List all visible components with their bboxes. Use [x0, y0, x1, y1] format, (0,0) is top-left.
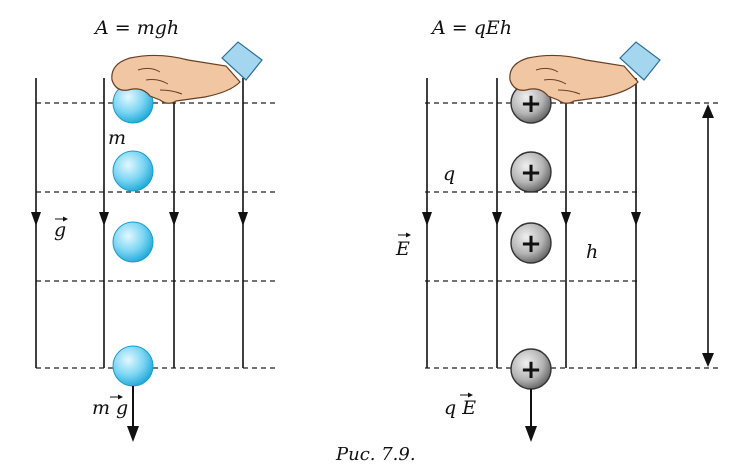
figure-caption: Рис. 7.9. — [335, 444, 416, 465]
g-vector-symbol: g — [54, 219, 66, 241]
height-label: h — [586, 241, 598, 263]
height-arrow — [702, 104, 714, 367]
formula-electric: A = qEh — [430, 17, 512, 39]
hand-icon — [111, 41, 263, 104]
charged-sphere: + — [510, 222, 552, 264]
charged-sphere: + — [510, 151, 552, 193]
mass-ball — [112, 150, 154, 192]
weight-label: m g — [92, 394, 128, 419]
mass-balls — [112, 82, 154, 387]
g-vector-label: g — [54, 216, 68, 241]
electric-field-lines — [422, 78, 641, 368]
force-text: q E — [444, 397, 476, 419]
e-vector-label: E — [395, 232, 411, 260]
formula-gravity: A = mgh — [93, 17, 179, 39]
level-lines — [36, 102, 722, 369]
gravity-field-lines — [31, 78, 248, 368]
charged-sphere: + — [510, 348, 552, 390]
weight-arrow — [127, 386, 139, 442]
force-label: q E — [444, 392, 476, 419]
mass-label: m — [108, 127, 126, 149]
charged-sphere: + — [510, 82, 552, 124]
charge-sign: + — [520, 158, 542, 188]
charge-sign: + — [520, 355, 542, 385]
charge-sign: + — [520, 229, 542, 259]
charged-spheres: + + + + — [510, 82, 552, 390]
hand-icon — [509, 41, 661, 104]
charge-sign: + — [520, 89, 542, 119]
mass-ball — [112, 345, 154, 387]
e-vector-symbol: E — [395, 238, 410, 260]
electric-force-arrow — [525, 389, 537, 442]
charge-label: q — [443, 163, 455, 185]
mass-ball — [112, 221, 154, 263]
weight-text: m g — [92, 397, 128, 419]
